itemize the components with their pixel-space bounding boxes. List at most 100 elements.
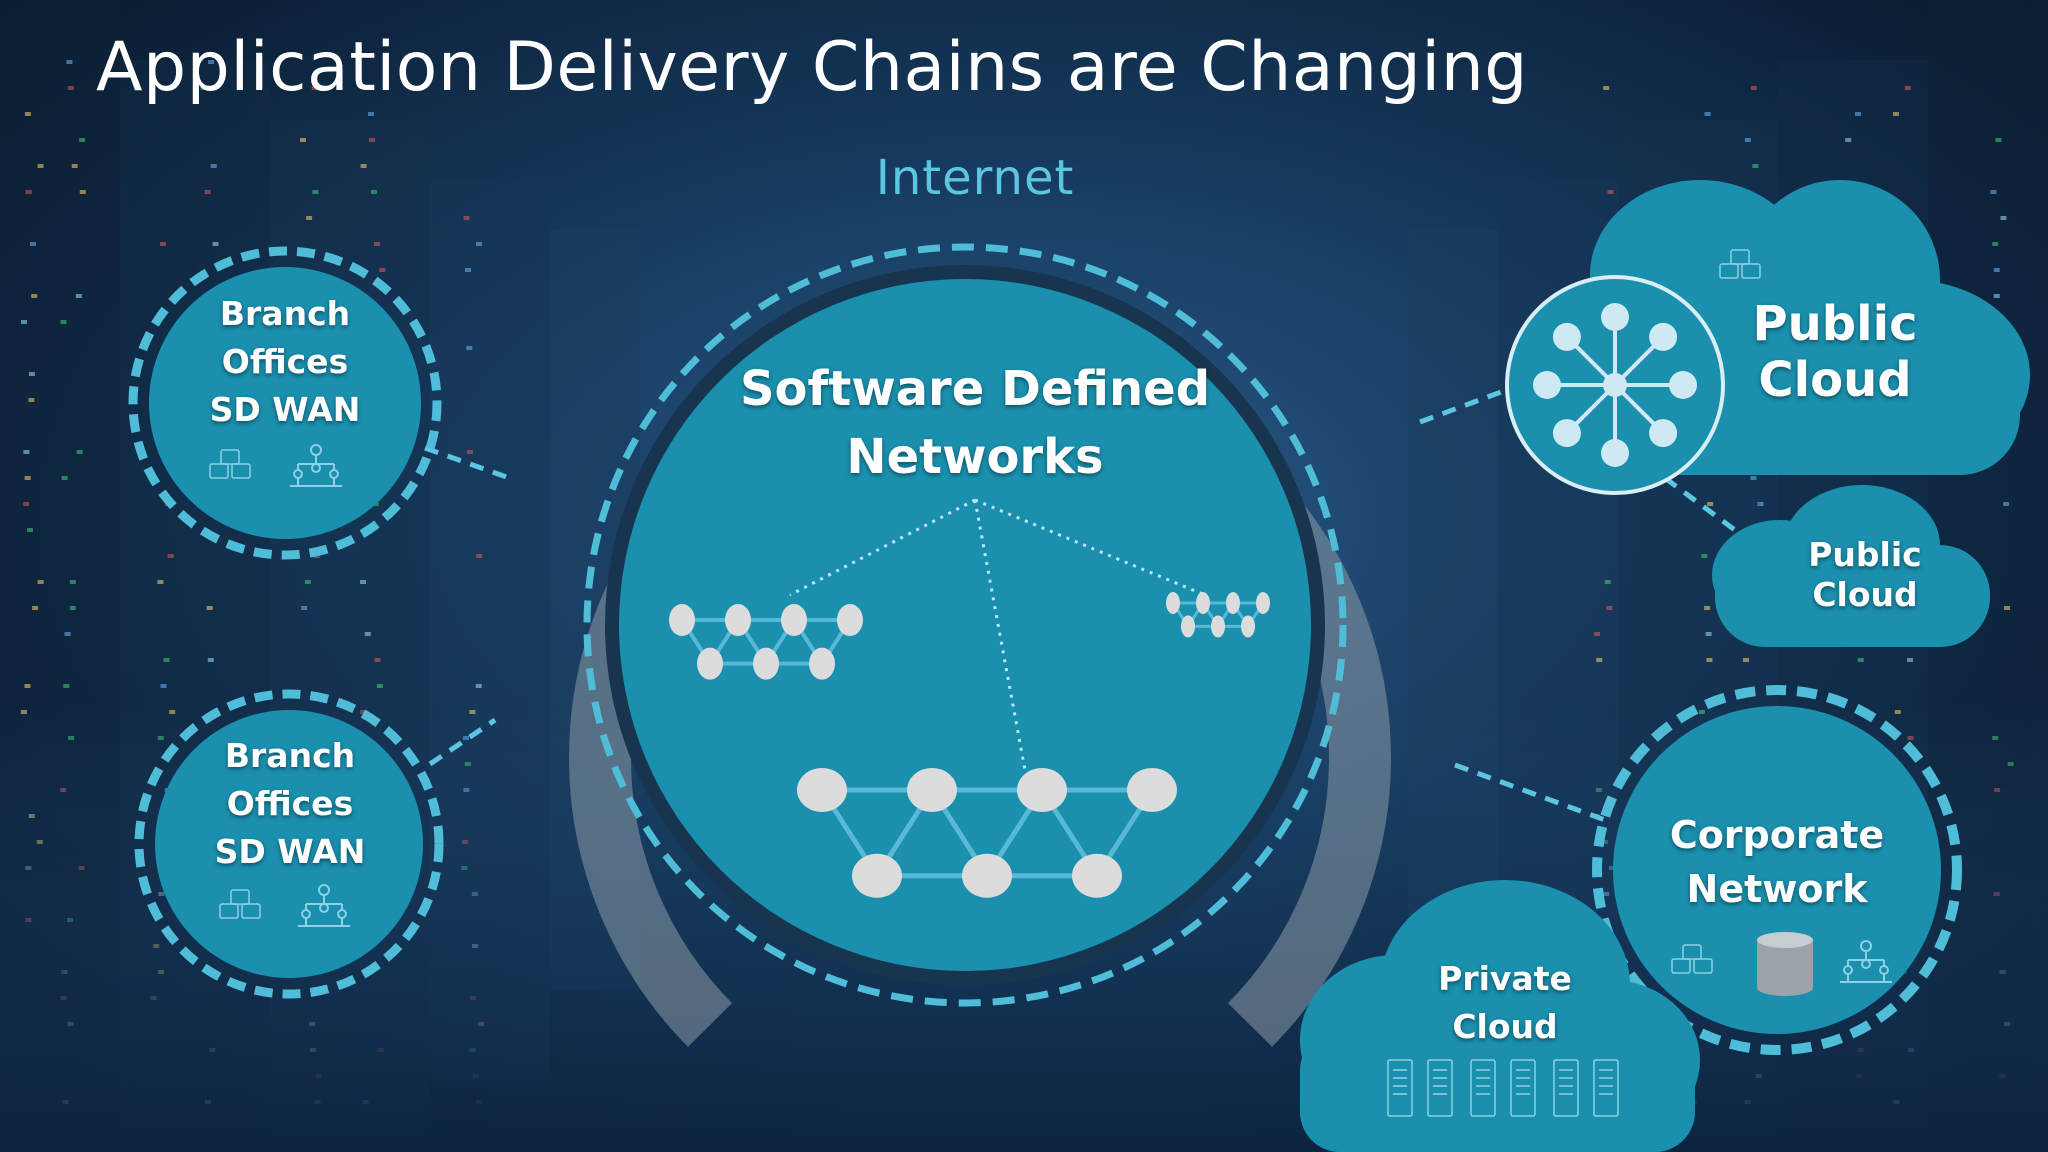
rack-light	[360, 580, 367, 584]
rack-light	[23, 450, 30, 454]
rack-light	[28, 372, 35, 376]
public-cloud-small-label: Public Cloud	[1765, 535, 1965, 615]
branch-bottom-label: Branch Offices SD WAN	[180, 732, 400, 876]
rack-light	[1750, 86, 1757, 90]
rack-light	[300, 138, 307, 142]
hub-node	[1601, 303, 1629, 331]
rack-light	[69, 580, 76, 584]
rack-light	[204, 190, 211, 194]
network-node	[797, 768, 847, 812]
rack-light	[31, 294, 38, 298]
rack-light	[1596, 658, 1603, 662]
rack-light	[32, 606, 39, 610]
rack-light	[374, 242, 381, 246]
rack-light	[1990, 190, 1997, 194]
rack-light	[312, 190, 319, 194]
network-mesh-left	[669, 604, 863, 680]
sdn-dotted-links	[789, 498, 1206, 771]
rack-light	[167, 554, 174, 558]
rack-light	[1750, 476, 1757, 480]
rack-light	[69, 606, 76, 610]
rack-light	[1855, 112, 1862, 116]
network-node	[781, 604, 807, 636]
rack-light	[1742, 658, 1749, 662]
rack-light	[1706, 658, 1713, 662]
hub-node	[1552, 419, 1581, 448]
rack-light	[304, 580, 311, 584]
rack-light	[157, 580, 164, 584]
network-node	[1256, 592, 1270, 614]
rack-light	[79, 138, 86, 142]
rack-light	[2002, 502, 2009, 506]
hub-node	[1649, 419, 1678, 448]
hub-node	[1552, 322, 1581, 351]
hub-node	[1669, 371, 1697, 399]
rack-light	[466, 450, 473, 454]
network-mesh-right	[1166, 592, 1270, 638]
rack-light	[1594, 632, 1601, 636]
hub-node	[1649, 322, 1678, 351]
branch-top-circle	[149, 267, 421, 539]
rack-light	[37, 580, 44, 584]
rack-light	[28, 398, 35, 402]
branch-bottom-circle	[155, 710, 423, 978]
network-node	[962, 853, 1012, 898]
rack-light	[1704, 606, 1711, 610]
branch-top-line3: SD WAN	[209, 390, 361, 429]
rack-light	[1892, 112, 1899, 116]
rack-light	[159, 242, 166, 246]
branch-bottom-line1: Branch	[224, 736, 356, 775]
rack-light	[163, 658, 170, 662]
rack-light	[29, 242, 36, 246]
rack-light	[76, 450, 83, 454]
rack-light	[37, 164, 44, 168]
rack-light	[21, 320, 28, 324]
rack-light	[1757, 502, 1764, 506]
rack-light	[1704, 112, 1711, 116]
corporate-circle	[1613, 706, 1941, 1034]
rack-light	[63, 684, 70, 688]
rack-light	[79, 190, 86, 194]
rack-light	[210, 164, 217, 168]
rack-light	[1845, 138, 1852, 142]
rack-light	[61, 476, 68, 480]
sdn-label-line1: Software Defined	[739, 361, 1211, 417]
network-node	[809, 647, 835, 680]
slide-title: Application Delivery Chains are Changing	[96, 28, 1528, 107]
public-cloud-small-line1: Public	[1808, 535, 1922, 574]
network-node	[852, 853, 902, 898]
rack-light	[1993, 268, 2000, 272]
rack-light	[200, 86, 207, 90]
private-cloud-line2: Cloud	[1452, 1007, 1558, 1046]
private-cloud-label: Private Cloud	[1405, 955, 1605, 1051]
network-node	[1072, 853, 1122, 898]
rack-light	[1904, 86, 1911, 90]
rack-light	[1992, 242, 1999, 246]
rack-light	[64, 632, 71, 636]
rack-light	[311, 86, 318, 90]
rack-light	[1907, 658, 1914, 662]
rack-light	[370, 190, 377, 194]
connectors	[424, 382, 1757, 823]
network-mesh-bottom	[797, 768, 1177, 898]
rack-light	[1603, 86, 1610, 90]
sdn-label: Software Defined Networks	[715, 355, 1235, 491]
corporate-line1: Corporate	[1669, 813, 1885, 857]
rack-light	[1705, 632, 1712, 636]
network-node	[1241, 615, 1255, 638]
rack-light	[376, 684, 383, 688]
rack-light	[1857, 658, 1864, 662]
rack-light	[1707, 502, 1714, 506]
rack-light	[364, 632, 371, 636]
rack-light	[367, 112, 374, 116]
rack-light	[306, 216, 313, 220]
rack-light	[67, 86, 74, 90]
public-cloud-small-shape	[1712, 485, 1990, 647]
rack-light	[301, 606, 308, 610]
internet-label: Internet	[875, 150, 1075, 206]
rack-light	[60, 320, 67, 324]
public-cloud-large-line2: Cloud	[1758, 352, 1912, 408]
rack-light	[369, 138, 376, 142]
